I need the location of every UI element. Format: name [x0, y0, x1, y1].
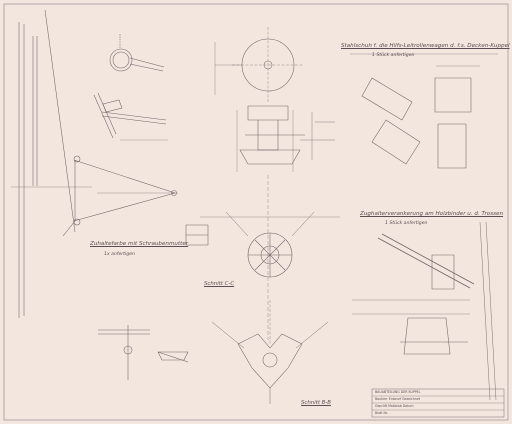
center-hub-top: [214, 27, 335, 172]
section-cc-label: Schnitt C-C: [204, 281, 235, 287]
title-mid-right-qty: 1 Stück anfertigen: [385, 221, 428, 226]
sheet-border: [3, 3, 509, 421]
title-block-line3: Geprüft Maßstab Datum: [375, 404, 414, 408]
title-left: Zuhaltefarbe mit Schraubenmutter: [90, 241, 189, 247]
clamp-ring-detail: [109, 34, 165, 72]
mid-right-anchor: [352, 221, 497, 401]
top-right-shoe-detail: [350, 53, 498, 169]
left-truss-frame: [11, 9, 178, 318]
title-right: Stahlschuh f. die Hilfs-Leitrollenwagen …: [341, 43, 510, 49]
section-bb-joint: [211, 300, 329, 404]
bottom-left-rod-detail: [98, 325, 189, 380]
left-bracket-detail: [93, 92, 168, 141]
title-right-qty: 1 Stück anfertigen: [372, 53, 415, 58]
title-block-line1: BAUABTEILUNG DER KUPPEL: [375, 390, 421, 394]
title-block-line4: Blatt Nr.: [375, 411, 388, 415]
section-cc-hub: [185, 211, 315, 278]
title-mid-right: Zughalterverankerung am Holzbinder u. d.…: [360, 211, 504, 217]
title-block-frame: [371, 388, 505, 418]
title-left-qty: 1x anfertigen: [104, 252, 135, 257]
title-block-line2: Bauherr Entwurf Gezeichnet: [375, 397, 421, 401]
section-bb-label: Schnitt B-B: [301, 400, 331, 406]
